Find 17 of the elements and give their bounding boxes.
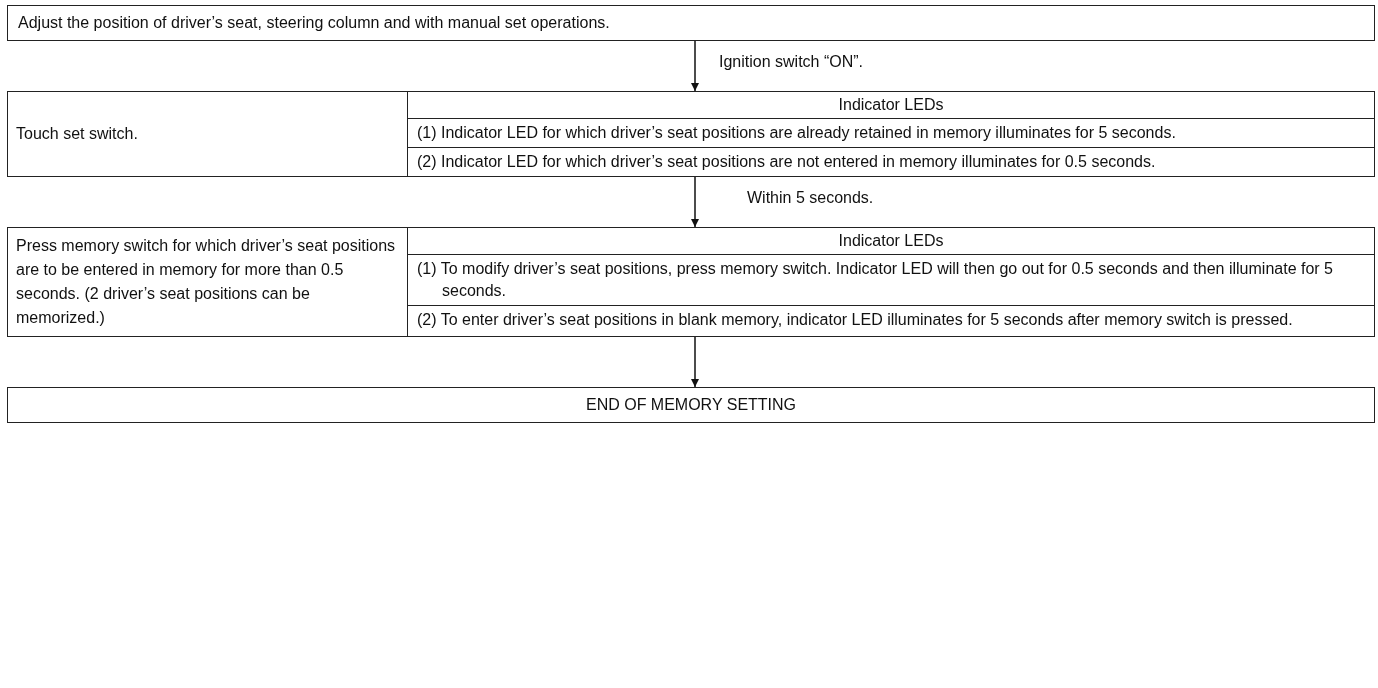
end-box: END OF MEMORY SETTING: [7, 387, 1375, 423]
table-row-box: [7, 91, 1375, 177]
edge-label: Ignition switch “ON”.: [719, 52, 864, 72]
step-cell: Touch set switch.: [8, 92, 408, 176]
edge-label: Within 5 seconds.: [747, 188, 874, 208]
list-item: (2) To enter driver’s seat positions in blank memory, indicator LED illuminates for 5 seconds after memory switch is pressed.: [408, 305, 1374, 334]
arrow: [691, 336, 699, 388]
step-box: Adjust the position of driver’s seat, steering column and with manual set operations.: [7, 5, 1375, 41]
list-item: (2) Indicator LED for which driver’s seat positions are not entered in memory illuminates for 0.5 seconds.: [408, 147, 1374, 176]
table-row-box: [7, 227, 1375, 337]
arrow: [691, 40, 699, 92]
list-item: (1) Indicator LED for which driver’s seat positions are already retained in memory illuminates for 5 seconds.: [408, 118, 1374, 147]
list-item: (1) To modify driver’s seat positions, press memory switch. Indicator LED will then go out for 0.5 seconds and then illuminate for 5 seconds.: [408, 254, 1374, 305]
arrow: [691, 176, 699, 228]
step-cell: Press memory switch for which driver’s seat positions are to be entered in memory for more than 0.5 seconds. (2 driver’s seat positions can be memorized.): [8, 228, 408, 336]
panel-heading: Indicator LEDs: [837, 231, 945, 251]
panel-heading: Indicator LEDs: [837, 95, 945, 115]
